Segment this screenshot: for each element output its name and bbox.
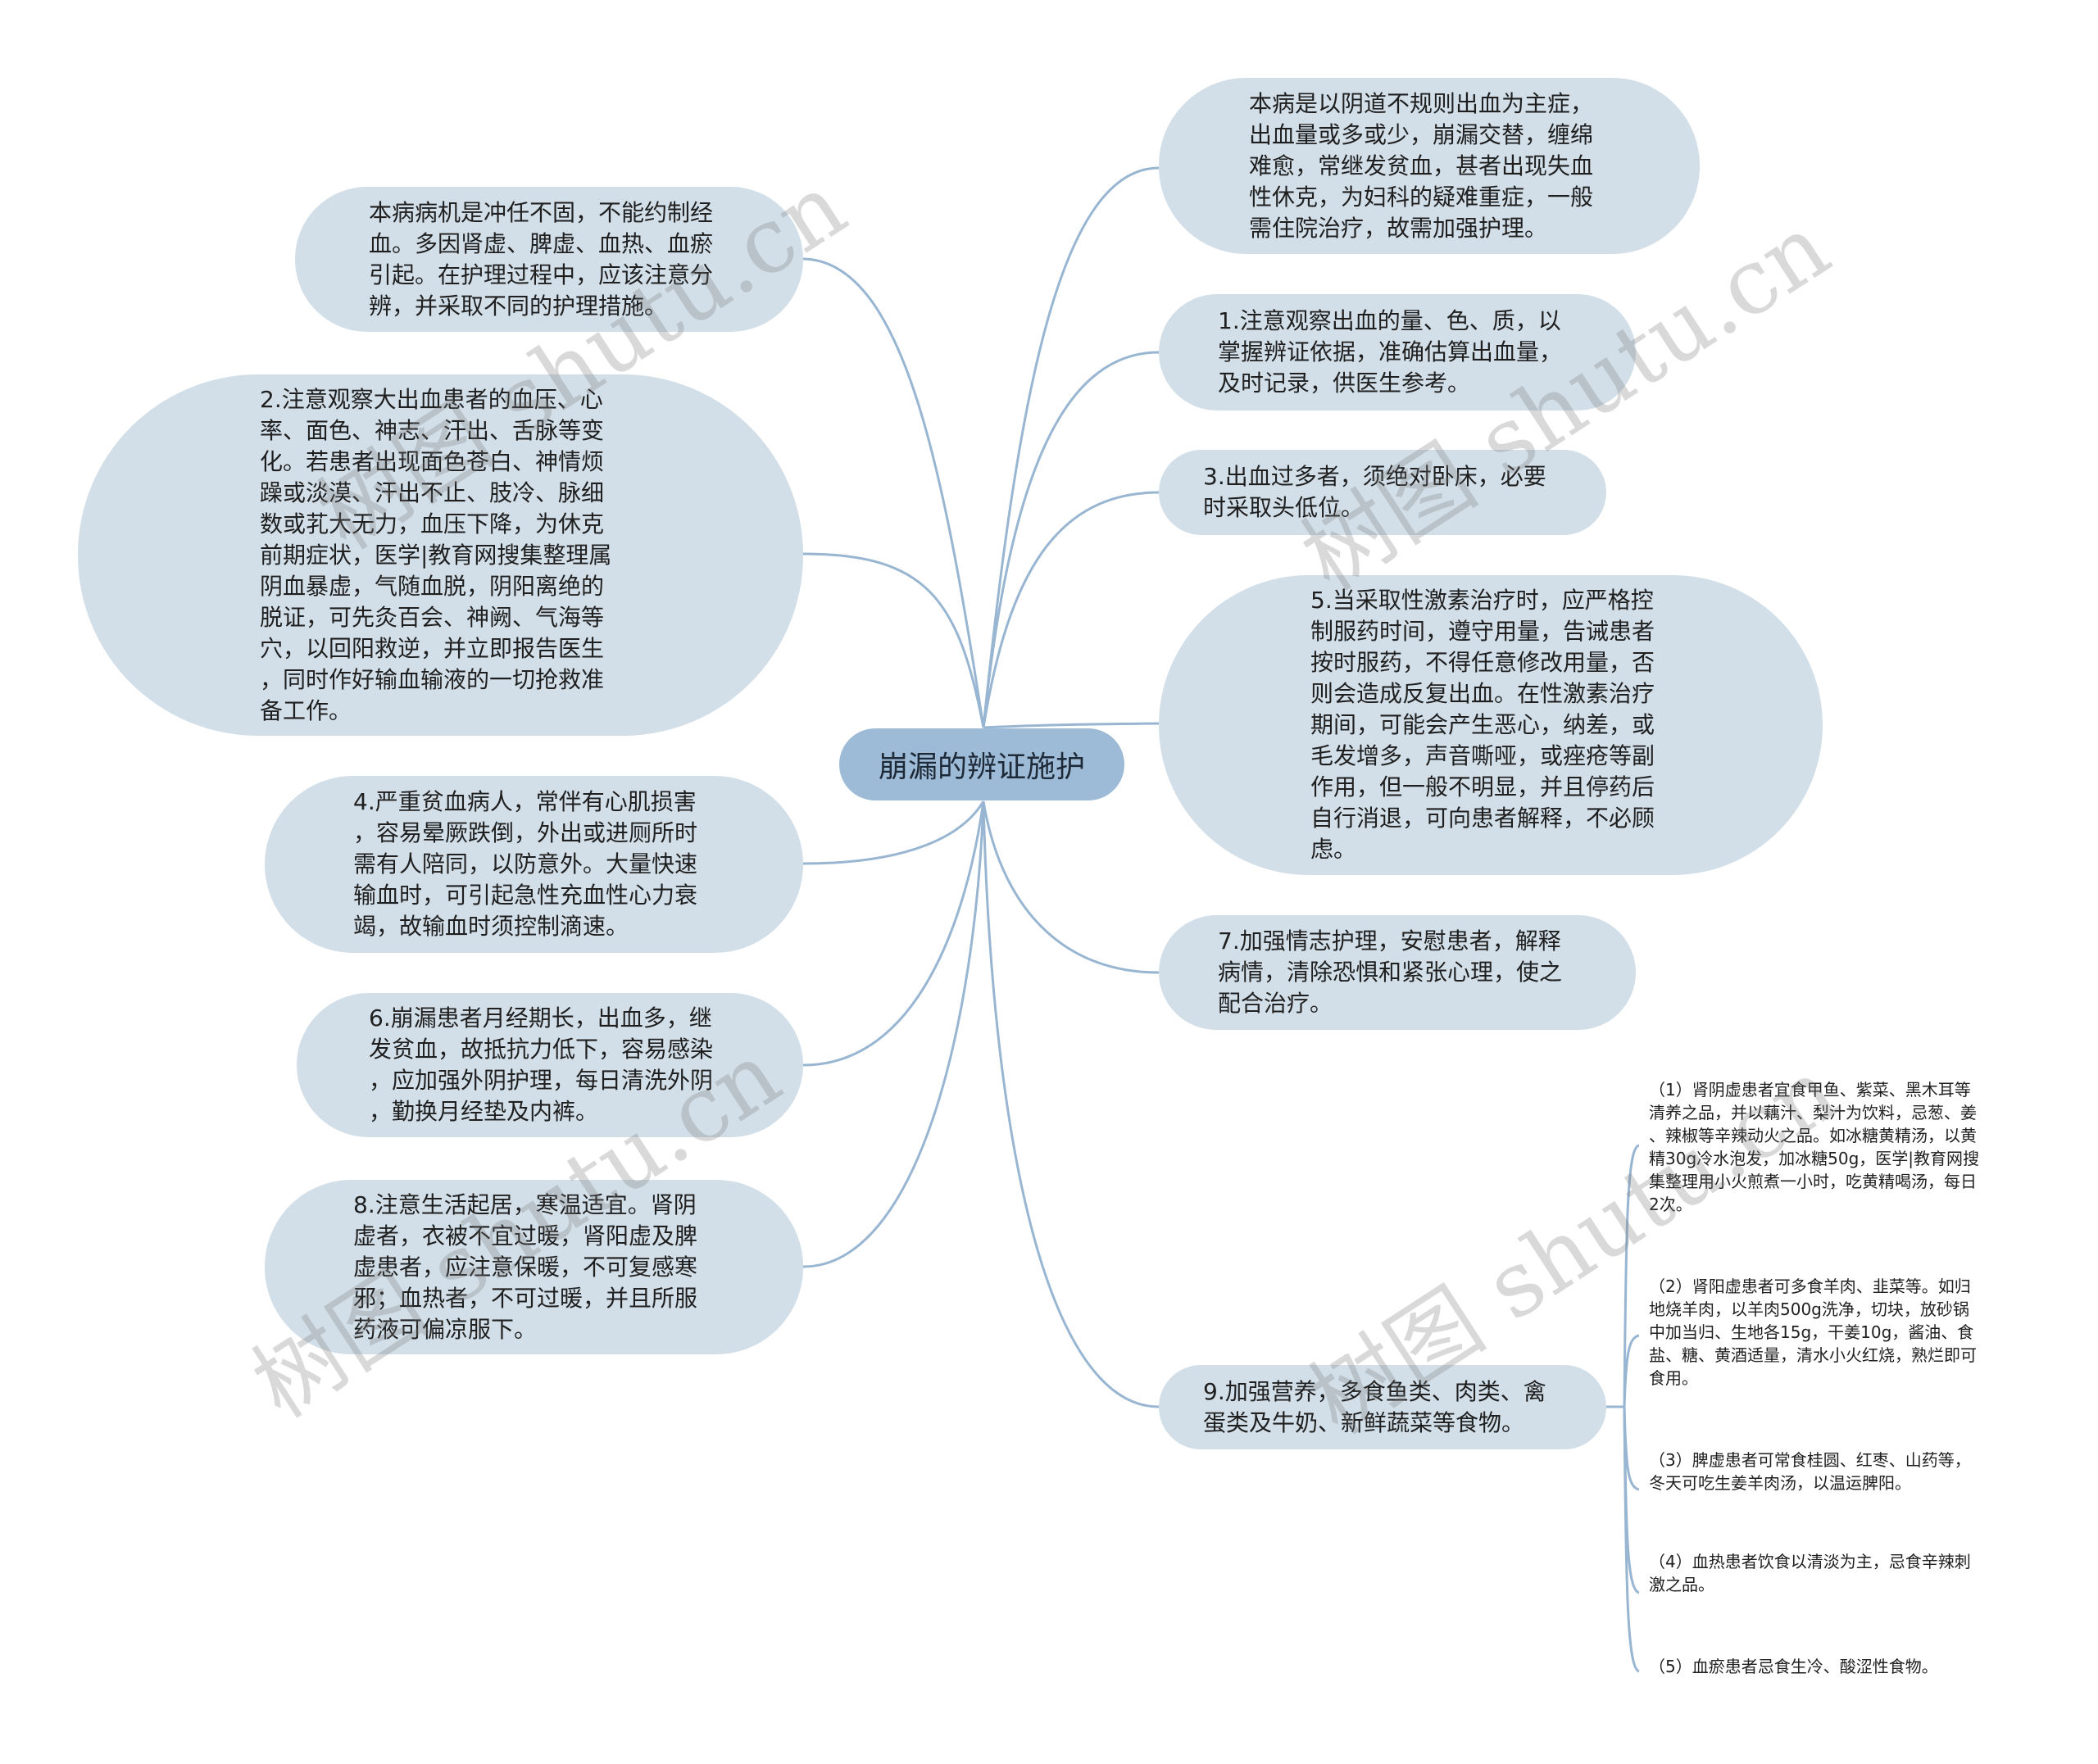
connector-item-6 (802, 800, 985, 1067)
node-text: 3.出血过多者，须绝对卧床，必要 时采取头低位。 (1203, 463, 1546, 521)
nutrition-item-4[interactable]: （4）血热患者饮食以清淡为主，忌食辛辣刺 激之品。 (1649, 1552, 1971, 1594)
node-item-5[interactable]: 5.当采取性激素治疗时，应严格控 制服药时间，遵守用量，告诫患者 按时服药，不得… (1159, 575, 1823, 875)
connector-item-7 (982, 800, 1160, 974)
node-text: 本病病机是冲任不固，不能约制经 血。多因肾虚、脾虚、血热、血瘀 引起。在护理过程… (369, 198, 714, 320)
nutrition-item-5[interactable]: （5）血瘀患者忌食生冷、酸涩性食物。 (1649, 1657, 1938, 1676)
node-text: 9.加强营养，多食鱼类、肉类、禽 蛋类及牛奶、新鲜蔬菜等食物。 (1203, 1377, 1546, 1436)
connector-item-4 (802, 800, 985, 865)
node-item-4[interactable]: 4.严重贫血病人，常伴有心肌损害 ，容易晕厥跌倒，外出或进厕所时 需有人陪同，以… (265, 776, 803, 953)
node-item-6[interactable]: 6.崩漏患者月经期长，出血多，继 发贫血，故抵抗力低下，容易感染 ，应加强外阴护… (297, 993, 803, 1137)
connector-item-1 (982, 351, 1160, 728)
node-item-3[interactable]: 3.出血过多者，须绝对卧床，必要 时采取头低位。 (1159, 450, 1606, 535)
connector-item-3 (982, 491, 1160, 728)
connector-sub-2 (1623, 1334, 1640, 1408)
node-text: 2.注意观察大出血患者的血压、心 率、面色、神志、汗出、舌脉等变 化。若患者出现… (260, 385, 612, 724)
connector-sub-5 (1623, 1406, 1640, 1673)
node-item-9[interactable]: 9.加强营养，多食鱼类、肉类、禽 蛋类及牛奶、新鲜蔬菜等食物。 (1159, 1365, 1606, 1449)
node-item-8[interactable]: 8.注意生活起居，寒温适宜。肾阴 虚者，衣被不宜过暖，肾阳虚及脾 虚患者，应注意… (265, 1180, 803, 1354)
connector-item-9 (982, 800, 1160, 1408)
node-mechanism[interactable]: 本病病机是冲任不固，不能约制经 血。多因肾虚、脾虚、血热、血瘀 引起。在护理过程… (295, 187, 803, 332)
connector-item-8 (802, 800, 985, 1268)
node-text: 5.当采取性激素治疗时，应严格控 制服药时间，遵守用量，告诫患者 按时服药，不得… (1310, 587, 1655, 863)
node-overview[interactable]: 本病是以阴道不规则出血为主症， 出血量或多或少，崩漏交替，缠绵 难愈，常继发贫血… (1159, 78, 1700, 254)
connector-sub-1 (1623, 1144, 1640, 1408)
node-item-7[interactable]: 7.加强情志护理，安慰患者，解释 病情，清除恐惧和紧张心理，使之 配合治疗。 (1159, 915, 1636, 1030)
connector-mechanism (802, 257, 985, 728)
nutrition-item-3[interactable]: （3）脾虚患者可常食桂圆、红枣、山药等， 冬天可吃生姜羊肉汤，以温运脾阳。 (1649, 1450, 1971, 1493)
node-item-1[interactable]: 1.注意观察出血的量、色、质，以 掌握辨证依据，准确估算出血量， 及时记录，供医… (1159, 294, 1636, 410)
nutrition-item-1[interactable]: （1）肾阴虚患者宜食甲鱼、紫菜、黑木耳等 清养之品，并以藕汁、梨汁为饮料，忌葱、… (1649, 1080, 1980, 1214)
node-text: 8.注意生活起居，寒温适宜。肾阴 虚者，衣被不宜过暖，肾阳虚及脾 虚患者，应注意… (353, 1190, 698, 1343)
node-text: 1.注意观察出血的量、色、质，以 掌握辨证依据，准确估算出血量， 及时记录，供医… (1218, 307, 1563, 397)
connector-item-2 (802, 552, 985, 728)
nutrition-item-2[interactable]: （2）肾阳虚患者可多食羊肉、韭菜等。如归 地烧羊肉，以羊肉500g洗净，切块，放… (1649, 1277, 1977, 1388)
central-topic[interactable]: 崩漏的辨证施护 (839, 728, 1124, 800)
connector-overview (982, 166, 1160, 728)
node-text: 7.加强情志护理，安慰患者，解释 病情，清除恐惧和紧张心理，使之 配合治疗。 (1218, 927, 1563, 1017)
node-text: 本病是以阴道不规则出血为主症， 出血量或多或少，崩漏交替，缠绵 难愈，常继发贫血… (1249, 89, 1594, 242)
connector-item-5 (983, 722, 1160, 729)
node-text: 6.崩漏患者月经期长，出血多，继 发贫血，故抵抗力低下，容易感染 ，应加强外阴护… (369, 1004, 714, 1125)
node-item-2[interactable]: 2.注意观察大出血患者的血压、心 率、面色、神志、汗出、舌脉等变 化。若患者出现… (78, 374, 803, 736)
central-topic-label: 崩漏的辨证施护 (878, 750, 1085, 784)
node-text: 4.严重贫血病人，常伴有心肌损害 ，容易晕厥跌倒，外出或进厕所时 需有人陪同，以… (353, 788, 698, 940)
